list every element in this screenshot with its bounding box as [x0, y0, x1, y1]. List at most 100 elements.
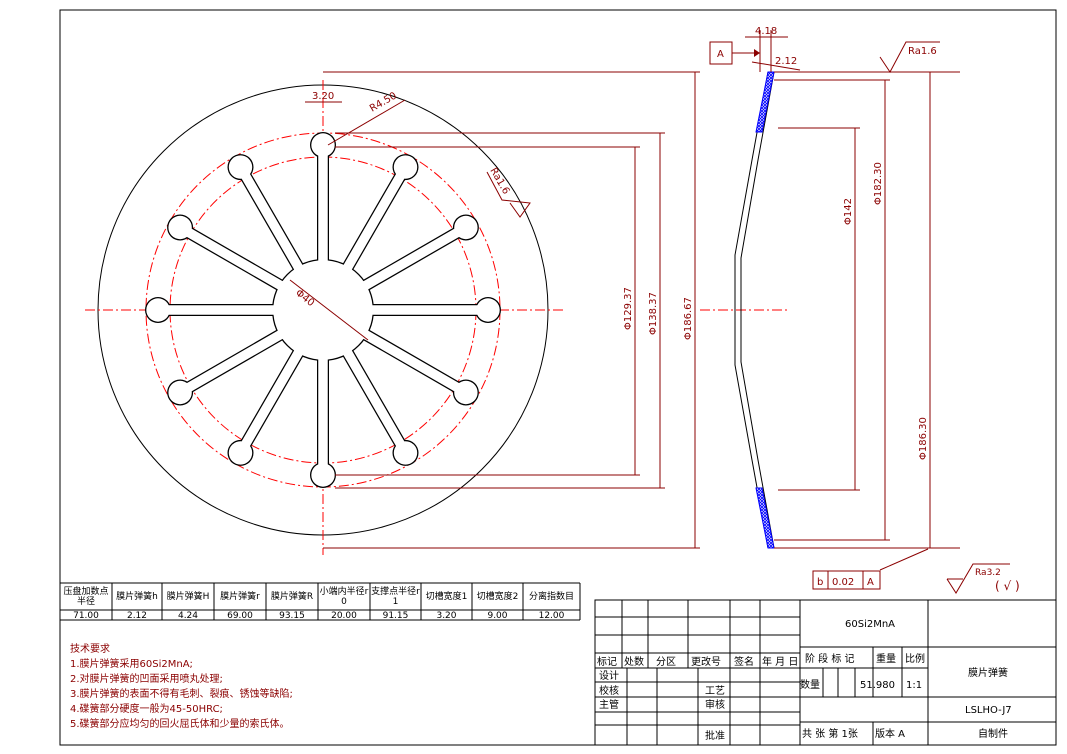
technical-requirements: 技术要求 1.膜片弹簧采用60Si2MnA; 2.对膜片弹簧的凹面采用喷丸处理;… — [70, 642, 293, 730]
param-header: 膜片弹簧H — [166, 591, 210, 602]
tech-item: 3.膜片弹簧的表面不得有毛刺、裂痕、锈蚀等缺陷; — [70, 687, 293, 700]
param-value: 9.00 — [487, 611, 507, 621]
tolerance-symbol: b — [817, 577, 823, 588]
param-header-cell: 膜片弹簧h — [116, 592, 158, 602]
finger-hole — [393, 155, 418, 179]
tech-item: 2.对膜片弹簧的凹面采用喷丸处理; — [70, 672, 223, 685]
parameter-table: 压盘加数点半径 71.00 膜片弹簧h 2.12 膜片弹簧H 4.24 膜片弹簧r 69.00… — [59, 582, 581, 621]
finger-hole — [476, 298, 500, 322]
param-value: 20.00 — [331, 611, 357, 621]
tb-header: 更改号 — [691, 655, 721, 668]
drawing-frame — [59, 9, 1057, 746]
side-view: Φ142 Φ182.30 Φ186.30 4.18 2.12 A Ra1.6 b… — [700, 26, 1020, 594]
finger-hole — [228, 155, 253, 179]
dim-d186: Φ186.67 — [683, 297, 694, 340]
tb-drawing-no: LSLHO-J7 — [965, 705, 1012, 716]
dim-height: 4.18 — [755, 26, 777, 37]
tb-design: 设计 — [599, 669, 619, 682]
param-header: 支撑点半径r1 — [371, 586, 420, 607]
param-header: 分离指数目 — [528, 591, 574, 602]
param-header-cell: 膜片弹簧R — [270, 591, 314, 602]
dim-d129: Φ129.37 — [623, 287, 634, 330]
tb-header: 分区 — [656, 656, 676, 668]
param-header-cell: 切槽宽度1 — [425, 591, 468, 602]
finger-hole — [454, 215, 478, 240]
param-value: 12.00 — [539, 611, 565, 621]
tolerance-value: 0.02 — [832, 577, 854, 588]
radius-dim: R4.50 — [368, 90, 399, 114]
tolerance-frame — [812, 570, 881, 590]
param-header-cell: 压盘加数点半径 — [63, 586, 109, 607]
hub-dim-leader — [289, 279, 369, 341]
dim-d182: Φ182.30 — [873, 162, 884, 205]
roughness-symbol — [486, 171, 531, 218]
tb-weight: 51.980 — [860, 680, 895, 691]
param-value: 71.00 — [73, 611, 99, 621]
tb-qty: 数量 — [800, 678, 820, 691]
param-value: 69.00 — [227, 611, 253, 621]
param-header: 膜片弹簧R — [270, 591, 314, 602]
tb-header: 处数 — [624, 655, 644, 668]
dim-thickness: 2.12 — [775, 56, 797, 67]
param-header: 小端内半径r0 — [319, 586, 369, 607]
finger-hole — [228, 441, 253, 465]
tb-approve: 批准 — [705, 729, 725, 742]
tb-material: 60Si2MnA — [845, 619, 895, 630]
finger-hole — [311, 133, 335, 157]
tech-title: 技术要求 — [70, 642, 110, 655]
tb-part-name: 膜片弹簧 — [968, 666, 1008, 679]
tb-scale: 1:1 — [906, 680, 922, 691]
finger-hole — [168, 380, 192, 405]
finger-hole — [454, 380, 478, 405]
param-header-cell: 支撑点半径r1 — [371, 586, 420, 607]
param-header-cell: 分离指数目 — [528, 591, 574, 602]
tb-scale-label: 比例 — [905, 652, 925, 665]
tb-weight-label: 重量 — [876, 652, 896, 665]
hatch-top — [755, 71, 775, 133]
profile-inner — [740, 71, 775, 549]
finger-hole — [146, 298, 170, 322]
param-header: 切槽宽度1 — [425, 591, 468, 602]
roughness-symbol-side — [879, 41, 940, 73]
finger-hole — [393, 441, 418, 465]
param-value: 3.20 — [436, 611, 456, 621]
slot-width-dim: 3.20 — [312, 91, 334, 102]
tb-process: 工艺 — [705, 685, 725, 697]
tolerance-datum: A — [867, 577, 874, 588]
front-view: Φ40 3.20 R4.50 Ra1.6 Φ129.37 Φ138.37 Φ18… — [85, 71, 700, 555]
finger-hole — [311, 463, 335, 487]
tech-item: 1.膜片弹簧采用60Si2MnA; — [70, 657, 193, 670]
tb-source: 自制件 — [978, 727, 1008, 740]
tech-item: 4.碟簧部分硬度一般为45-50HRC; — [70, 702, 223, 715]
finger-hole — [168, 215, 192, 240]
param-value: 91.15 — [383, 611, 409, 621]
tb-supervisor: 主管 — [599, 698, 619, 711]
dim-d138: Φ138.37 — [648, 292, 659, 335]
param-header-cell: 切槽宽度2 — [477, 592, 519, 602]
general-roughness-note: ( √ ) — [995, 579, 1020, 593]
tech-item: 5.碟簧部分应均匀的回火屈氏体和少量的索氏体。 — [70, 717, 290, 730]
hub-hole — [273, 260, 373, 360]
profile-outer — [734, 71, 769, 549]
general-roughness-symbol — [946, 563, 1010, 594]
tb-review: 审核 — [705, 698, 725, 711]
param-header: 膜片弹簧r — [220, 591, 260, 602]
param-header-cell: 膜片弹簧r — [220, 591, 260, 602]
param-header: 压盘加数点半径 — [63, 586, 109, 607]
tb-version: 版本 A — [875, 727, 905, 740]
param-value: 4.24 — [178, 611, 198, 621]
param-value: 2.12 — [127, 611, 147, 621]
dim-d186-side: Φ186.30 — [918, 417, 929, 460]
tb-header: 签名 — [734, 655, 754, 668]
param-header-cell: 小端内半径r0 — [319, 586, 369, 607]
tb-sheets: 共 张 第 1张 — [802, 727, 858, 740]
tb-header: 标记 — [597, 656, 617, 668]
tb-check: 校核 — [599, 684, 619, 697]
datum-label: A — [717, 49, 724, 60]
param-value: 93.15 — [279, 611, 305, 621]
release-fingers — [145, 132, 501, 488]
tb-stage: 阶 段 标 记 — [805, 652, 855, 665]
tb-header: 年 月 日 — [762, 655, 798, 668]
dim-d142: Φ142 — [843, 198, 854, 225]
